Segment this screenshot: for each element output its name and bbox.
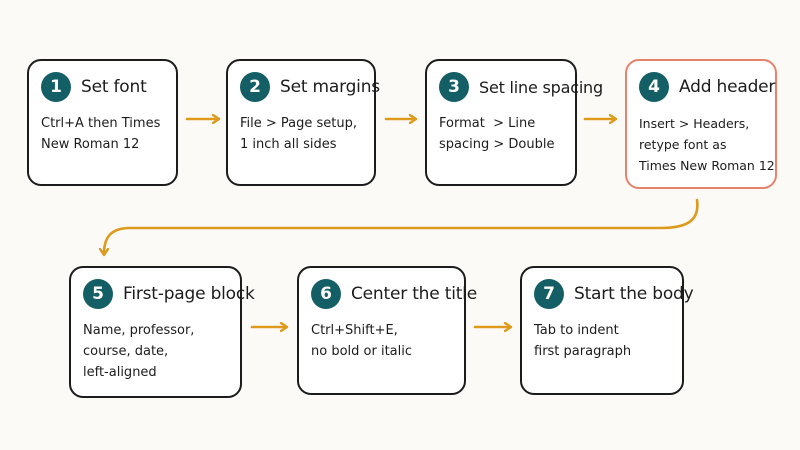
step-title: First-page block bbox=[123, 284, 255, 304]
step-card-5: 5 First-page block Name, professor, cour… bbox=[69, 266, 255, 398]
step-number-badge: 2 bbox=[240, 72, 270, 102]
step-card-2: 2 Set margins File > Page setup, 1 inch … bbox=[226, 59, 380, 186]
step-description-line: File > Page setup, bbox=[240, 116, 358, 131]
step-number-badge: 3 bbox=[439, 72, 469, 102]
step-card-3: 3 Set line spacing Format > Line spacing… bbox=[425, 59, 603, 186]
step-description: Format > Line spacing > Double bbox=[439, 113, 563, 155]
step-description-line: left-aligned bbox=[83, 365, 157, 380]
step-title: Start the body bbox=[574, 284, 694, 304]
step-description: Ctrl+Shift+E, no bold or italic bbox=[311, 320, 452, 362]
step-card-7: 7 Start the body Tab to indent first par… bbox=[520, 266, 694, 395]
step-title: Set font bbox=[81, 77, 147, 97]
step-description: Insert > Headers, retype font as Times N… bbox=[639, 113, 775, 176]
step-card-4: 4 Add header Insert > Headers, retype fo… bbox=[625, 59, 777, 189]
step-title: Set margins bbox=[280, 77, 380, 97]
step-description-line: Format > Line bbox=[439, 116, 536, 131]
step-description-line: Ctrl+A then Times bbox=[41, 116, 161, 131]
step-description-line: retype font as bbox=[639, 137, 727, 152]
step-number-badge: 4 bbox=[639, 72, 669, 102]
step-description-line: spacing > Double bbox=[439, 137, 555, 152]
step-number-badge: 6 bbox=[311, 279, 341, 309]
step-description-line: New Roman 12 bbox=[41, 137, 140, 152]
step-description-line: Name, professor, bbox=[83, 323, 195, 338]
step-description: Tab to indent first paragraph bbox=[534, 320, 670, 362]
step-description-line: Ctrl+Shift+E, bbox=[311, 323, 398, 338]
step-description-line: course, date, bbox=[83, 344, 169, 359]
step-description-line: no bold or italic bbox=[311, 344, 413, 359]
step-description-line: Insert > Headers, bbox=[639, 116, 750, 131]
step-title: Set line spacing bbox=[479, 77, 603, 97]
step-description: Ctrl+A then Times New Roman 12 bbox=[41, 113, 164, 155]
step-card-6: 6 Center the title Ctrl+Shift+E, no bold… bbox=[297, 266, 477, 395]
step-description-line: 1 inch all sides bbox=[240, 137, 337, 152]
step-title: Center the title bbox=[351, 284, 477, 304]
step-number-badge: 1 bbox=[41, 72, 71, 102]
step-description: File > Page setup, 1 inch all sides bbox=[240, 113, 362, 155]
step-title: Add header bbox=[679, 77, 776, 97]
step-card-1: 1 Set font Ctrl+A then Times New Roman 1… bbox=[27, 59, 178, 186]
step-number-badge: 7 bbox=[534, 279, 564, 309]
step-description-line: Tab to indent bbox=[534, 323, 619, 338]
step-description-line: Times New Roman 12 bbox=[639, 158, 775, 173]
step-description-line: first paragraph bbox=[534, 344, 632, 359]
step-number-badge: 5 bbox=[83, 279, 113, 309]
arrow-4-to-5 bbox=[104, 198, 699, 254]
step-description: Name, professor, course, date, left-alig… bbox=[83, 320, 228, 383]
